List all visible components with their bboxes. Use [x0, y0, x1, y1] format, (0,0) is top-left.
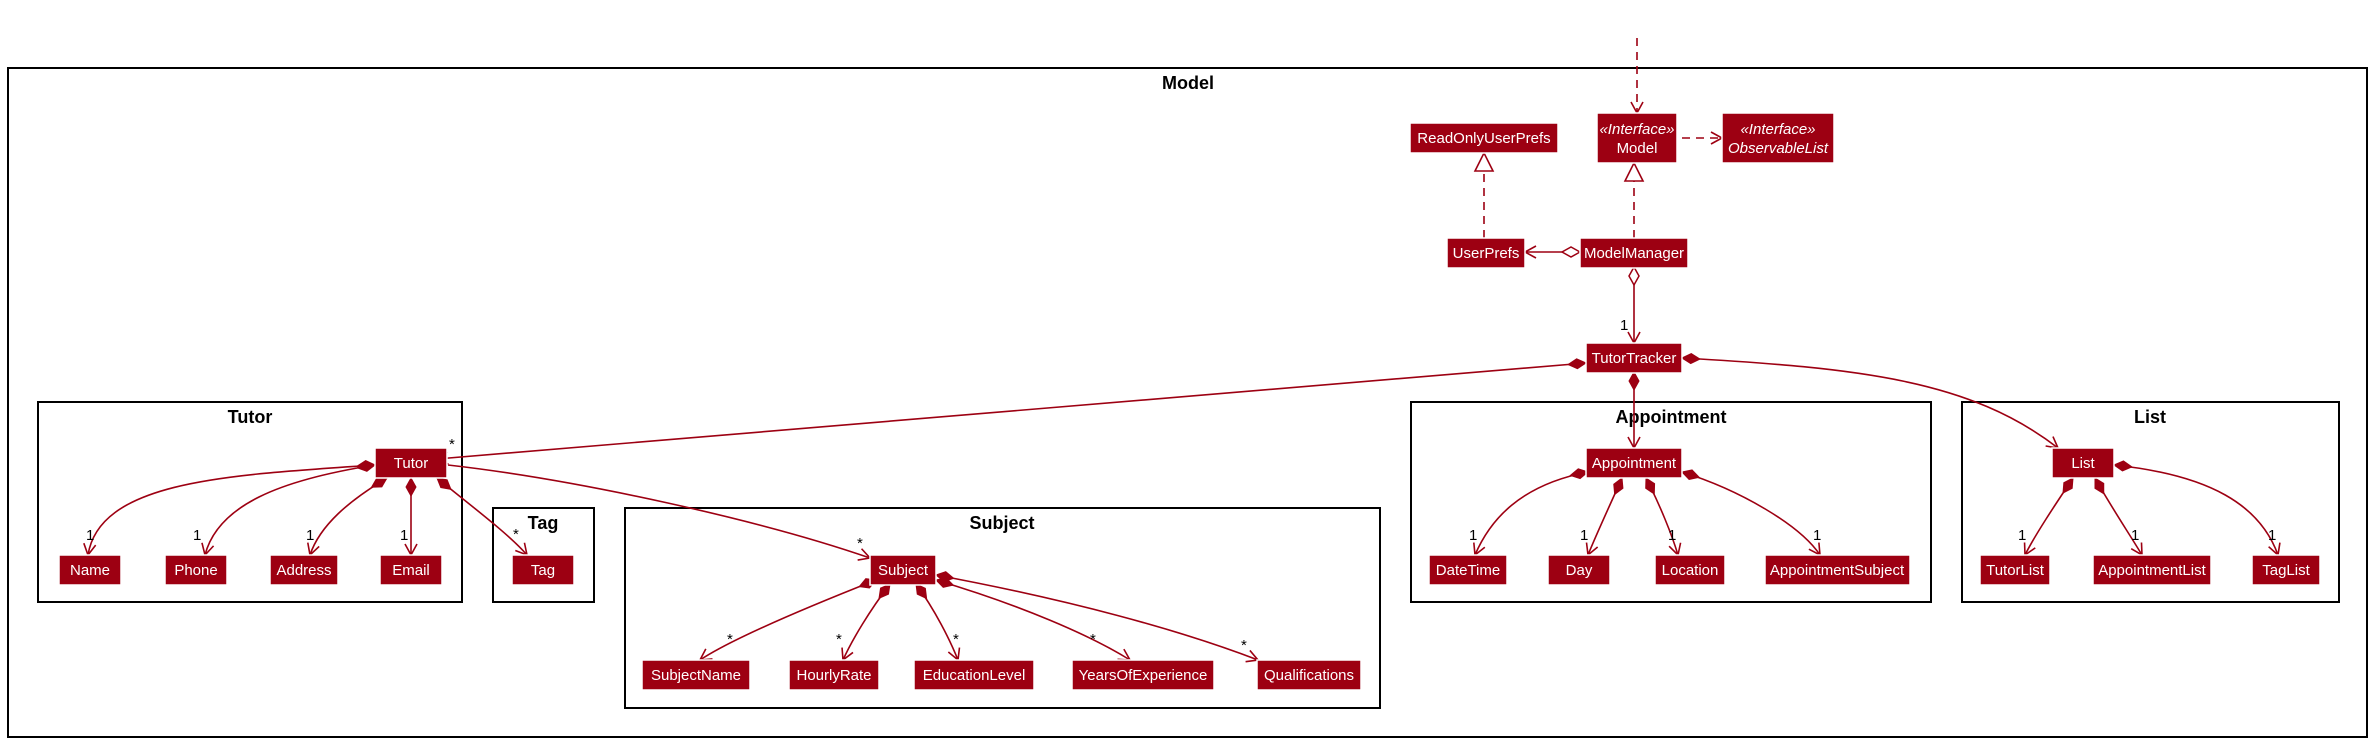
- class-day[interactable]: Day: [1547, 554, 1611, 586]
- class-tutor[interactable]: Tutor: [374, 447, 448, 479]
- class-datetime-label: DateTime: [1436, 562, 1500, 579]
- mult-tutor-tag: *: [513, 526, 519, 543]
- class-educationlevel[interactable]: EducationLevel: [913, 659, 1035, 691]
- mult-tutor-name: 1: [86, 527, 94, 544]
- multiplicity-labels: 1 * 1 1 1 1 * * * * * * * 1 1 1 1 1 1 1: [86, 317, 2276, 654]
- class-observablelist-stereotype: «Interface»: [1740, 121, 1815, 138]
- class-userprefs[interactable]: UserPrefs: [1446, 237, 1526, 269]
- class-appointmentsubject[interactable]: AppointmentSubject: [1764, 554, 1911, 586]
- class-qualifications[interactable]: Qualifications: [1256, 659, 1362, 691]
- package-model-title: Model: [1162, 73, 1214, 93]
- class-readonlyuserprefs-label: ReadOnlyUserPrefs: [1417, 130, 1550, 147]
- edge-tutor-tag: [437, 478, 527, 555]
- class-educationlevel-label: EducationLevel: [923, 667, 1026, 684]
- mult-appointment-day: 1: [1580, 527, 1588, 544]
- mult-subject-subjectname: *: [727, 631, 733, 648]
- class-phone-label: Phone: [174, 562, 217, 579]
- edge-appointment-datetime: [1475, 472, 1588, 555]
- edge-appointment-appointmentsubject: [1682, 472, 1820, 555]
- edge-tutor-address: [310, 477, 387, 555]
- edges: UserPrefs --> TutorTracker --> Tutor -->…: [88, 38, 2278, 660]
- class-email[interactable]: Email: [379, 554, 443, 586]
- class-model-interface[interactable]: «Interface» Model: [1596, 112, 1678, 164]
- class-modelmanager[interactable]: ModelManager: [1579, 237, 1689, 269]
- class-subjectname-label: SubjectName: [651, 667, 741, 684]
- class-observablelist-label: ObservableList: [1728, 140, 1829, 157]
- mult-list-appointmentlist: 1: [2131, 527, 2139, 544]
- edge-tutor-subject: [447, 464, 872, 561]
- class-model-stereotype: «Interface»: [1599, 121, 1674, 138]
- edge-tutor-phone: [205, 465, 375, 555]
- class-location-label: Location: [1662, 562, 1719, 579]
- class-hourlyrate-label: HourlyRate: [796, 667, 871, 684]
- class-phone[interactable]: Phone: [164, 554, 228, 586]
- class-taglist[interactable]: TagList: [2251, 554, 2321, 586]
- class-tutor-label: Tutor: [394, 455, 428, 472]
- class-tag[interactable]: Tag: [511, 554, 575, 586]
- edge-list-tutorlist: [2025, 478, 2074, 555]
- class-appointment[interactable]: Appointment: [1585, 447, 1683, 479]
- edge-subject-qualifications: [936, 575, 1258, 660]
- class-name[interactable]: Name: [58, 554, 122, 586]
- edge-list-taglist: [2114, 465, 2278, 555]
- class-datetime[interactable]: DateTime: [1428, 554, 1508, 586]
- class-hourlyrate[interactable]: HourlyRate: [788, 659, 880, 691]
- class-tutorlist[interactable]: TutorList: [1979, 554, 2051, 586]
- mult-tutor-subject: *: [857, 535, 863, 552]
- edge-appointment-day: [1588, 478, 1622, 555]
- class-yearsofexperience[interactable]: YearsOfExperience: [1071, 659, 1215, 691]
- mult-tutor-phone: 1: [193, 527, 201, 544]
- mult-subject-yearsofexperience: *: [1090, 631, 1096, 648]
- class-subjectname[interactable]: SubjectName: [641, 659, 751, 691]
- mult-tutor-email: 1: [400, 527, 408, 544]
- class-location[interactable]: Location: [1654, 554, 1726, 586]
- class-name-label: Name: [70, 562, 110, 579]
- edge-tutortracker-list: [1682, 358, 2058, 448]
- package-tutor-title: Tutor: [228, 407, 273, 427]
- mult-tutor-address: 1: [306, 527, 314, 544]
- class-appointmentsubject-label: AppointmentSubject: [1770, 562, 1905, 579]
- edge-subject-hourlyrate: [843, 584, 891, 660]
- package-subject-title: Subject: [969, 513, 1034, 533]
- package-tag-title: Tag: [528, 513, 559, 533]
- class-taglist-label: TagList: [2262, 562, 2310, 579]
- mult-appointment-datetime: 1: [1469, 527, 1477, 544]
- mult-appointment-appointmentsubject: 1: [1813, 527, 1821, 544]
- class-qualifications-label: Qualifications: [1264, 667, 1354, 684]
- class-tag-label: Tag: [531, 562, 555, 579]
- mult-list-tutorlist: 1: [2018, 527, 2026, 544]
- class-tutortracker-label: TutorTracker: [1592, 350, 1677, 367]
- class-email-label: Email: [392, 562, 430, 579]
- class-address[interactable]: Address: [269, 554, 339, 586]
- mult-subject-educationlevel: *: [953, 631, 959, 648]
- class-day-label: Day: [1566, 562, 1593, 579]
- edge-appointment-location: [1646, 478, 1678, 555]
- class-observablelist-interface[interactable]: «Interface» ObservableList: [1721, 112, 1835, 164]
- class-appointmentlist-label: AppointmentList: [2098, 562, 2206, 579]
- class-appointment-label: Appointment: [1592, 455, 1677, 472]
- class-yearsofexperience-label: YearsOfExperience: [1079, 667, 1208, 684]
- class-list-label: List: [2071, 455, 2095, 472]
- edge-tutortracker-tutor: [437, 363, 1586, 459]
- class-appointmentlist[interactable]: AppointmentList: [2092, 554, 2212, 586]
- class-tutortracker[interactable]: TutorTracker: [1585, 342, 1683, 374]
- class-tutorlist-label: TutorList: [1986, 562, 2045, 579]
- class-userprefs-label: UserPrefs: [1453, 245, 1520, 262]
- mult-tracker-tutor: *: [449, 436, 455, 453]
- class-list[interactable]: List: [2051, 447, 2115, 479]
- class-address-label: Address: [276, 562, 331, 579]
- mult-list-taglist: 1: [2268, 527, 2276, 544]
- class-modelmanager-label: ModelManager: [1584, 245, 1684, 262]
- package-list-title: List: [2134, 407, 2166, 427]
- class-model-label: Model: [1617, 140, 1658, 157]
- class-subject-label: Subject: [878, 562, 929, 579]
- mult-appointment-location: 1: [1668, 527, 1676, 544]
- package-appointment-title: Appointment: [1616, 407, 1727, 427]
- mult-subject-qualifications: *: [1241, 637, 1247, 654]
- class-subject[interactable]: Subject: [869, 554, 937, 586]
- class-readonlyuserprefs[interactable]: ReadOnlyUserPrefs: [1409, 122, 1559, 154]
- mult-modelmanager-tutortracker: 1: [1620, 317, 1628, 334]
- mult-subject-hourlyrate: *: [836, 631, 842, 648]
